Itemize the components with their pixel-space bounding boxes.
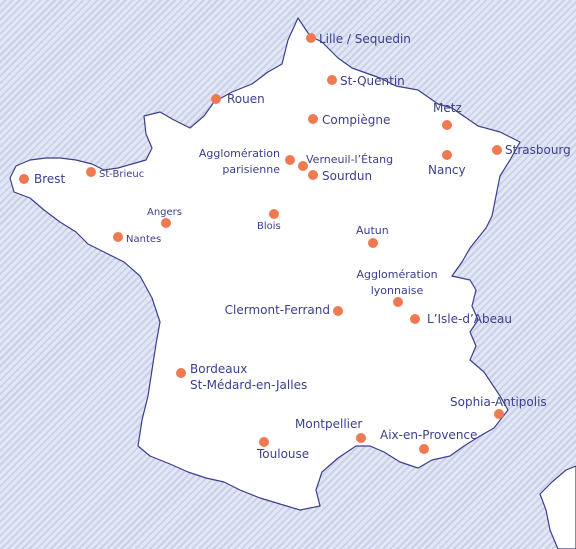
- city-label-line: parisienne: [222, 163, 280, 176]
- city-marker-clermont: Clermont-Ferrand: [225, 303, 343, 317]
- city-marker-rouen: Rouen: [211, 92, 265, 106]
- city-dot-compiegne: [308, 114, 318, 124]
- city-label-compiegne: Compiègne: [322, 113, 390, 127]
- city-label-lyon: Agglomération lyonnaise: [356, 268, 437, 297]
- city-label-verneuil: Verneuil-l’Étang: [306, 153, 393, 166]
- city-dot-brest: [19, 174, 29, 184]
- city-label-toulouse: Toulouse: [256, 447, 309, 461]
- city-dot-paris: [285, 155, 295, 165]
- city-marker-st-brieuc: St-Brieuc: [86, 167, 144, 180]
- city-dot-rouen: [211, 94, 221, 104]
- city-marker-isle-abeau: L’Isle-d’Abeau: [410, 312, 512, 326]
- city-marker-verneuil: Verneuil-l’Étang: [298, 153, 393, 171]
- city-label-lille: Lille / Sequedin: [319, 32, 411, 46]
- city-label-strasbourg: Strasbourg: [505, 143, 571, 157]
- city-marker-lyon: Agglomération lyonnaise: [356, 268, 438, 307]
- city-label-line: St-Médard-en-Jalles: [190, 378, 307, 392]
- city-marker-nantes: Nantes: [113, 232, 161, 245]
- city-label-metz: Metz: [433, 101, 462, 115]
- city-marker-brest: Brest: [19, 172, 66, 186]
- city-marker-angers: Angers: [147, 207, 182, 228]
- city-dot-st-quentin: [327, 75, 337, 85]
- city-dot-nantes: [113, 232, 123, 242]
- city-label-clermont: Clermont-Ferrand: [225, 303, 330, 317]
- city-dot-angers: [161, 218, 171, 228]
- city-label-st-quentin: St-Quentin: [340, 74, 405, 88]
- city-marker-nancy: Nancy: [428, 150, 466, 177]
- city-dot-toulouse: [259, 437, 269, 447]
- city-label-line: lyonnaise: [371, 284, 424, 297]
- city-marker-autun: Autun: [356, 224, 389, 248]
- city-marker-montpellier: Montpellier: [295, 417, 366, 443]
- city-marker-sourdun: Sourdun: [308, 169, 372, 183]
- city-marker-metz: Metz: [433, 101, 462, 130]
- city-dot-autun: [368, 238, 378, 248]
- city-label-isle-abeau: L’Isle-d’Abeau: [427, 312, 512, 326]
- city-dot-metz: [442, 120, 452, 130]
- corsica-shape: [539, 465, 576, 549]
- city-dot-strasbourg: [492, 145, 502, 155]
- city-dot-clermont: [333, 306, 343, 316]
- city-dot-verneuil: [298, 161, 308, 171]
- city-label-brest: Brest: [34, 172, 66, 186]
- city-label-blois: Blois: [257, 221, 281, 232]
- city-marker-compiegne: Compiègne: [308, 113, 390, 127]
- city-label-angers: Angers: [147, 207, 182, 218]
- city-dot-montpellier: [356, 433, 366, 443]
- city-dot-lille: [306, 33, 316, 43]
- city-label-line: Agglomération: [199, 147, 280, 160]
- city-dot-st-brieuc: [86, 167, 96, 177]
- city-dot-sophia: [494, 409, 504, 419]
- city-dot-isle-abeau: [410, 314, 420, 324]
- city-marker-lille: Lille / Sequedin: [306, 32, 411, 46]
- city-label-line: Agglomération: [356, 268, 437, 281]
- city-label-nancy: Nancy: [428, 163, 466, 177]
- city-label-paris: Agglomération parisienne: [199, 147, 280, 176]
- city-label-line: Bordeaux: [190, 362, 247, 376]
- city-dot-blois: [269, 209, 279, 219]
- city-marker-aix: Aix-en-Provence: [380, 428, 477, 454]
- city-label-sophia: Sophia-Antipolis: [450, 395, 547, 409]
- city-dot-lyon: [393, 297, 403, 307]
- city-label-nantes: Nantes: [126, 234, 161, 245]
- city-label-st-brieuc: St-Brieuc: [99, 169, 144, 180]
- city-marker-strasbourg: Strasbourg: [492, 143, 571, 157]
- city-dot-aix: [419, 444, 429, 454]
- city-dot-sourdun: [308, 170, 318, 180]
- city-marker-paris: Agglomération parisienne: [199, 147, 295, 176]
- city-marker-toulouse: Toulouse: [256, 437, 309, 461]
- city-label-montpellier: Montpellier: [295, 417, 362, 431]
- city-marker-blois: Blois: [257, 209, 281, 232]
- city-marker-sophia: Sophia-Antipolis: [450, 395, 547, 419]
- city-label-aix: Aix-en-Provence: [380, 428, 477, 442]
- city-dot-nancy: [442, 150, 452, 160]
- city-label-autun: Autun: [356, 224, 389, 237]
- city-marker-st-quentin: St-Quentin: [327, 74, 405, 88]
- city-label-rouen: Rouen: [227, 92, 265, 106]
- city-label-sourdun: Sourdun: [322, 169, 372, 183]
- city-dot-bordeaux: [176, 368, 186, 378]
- france-mainland-shape: [9, 17, 521, 511]
